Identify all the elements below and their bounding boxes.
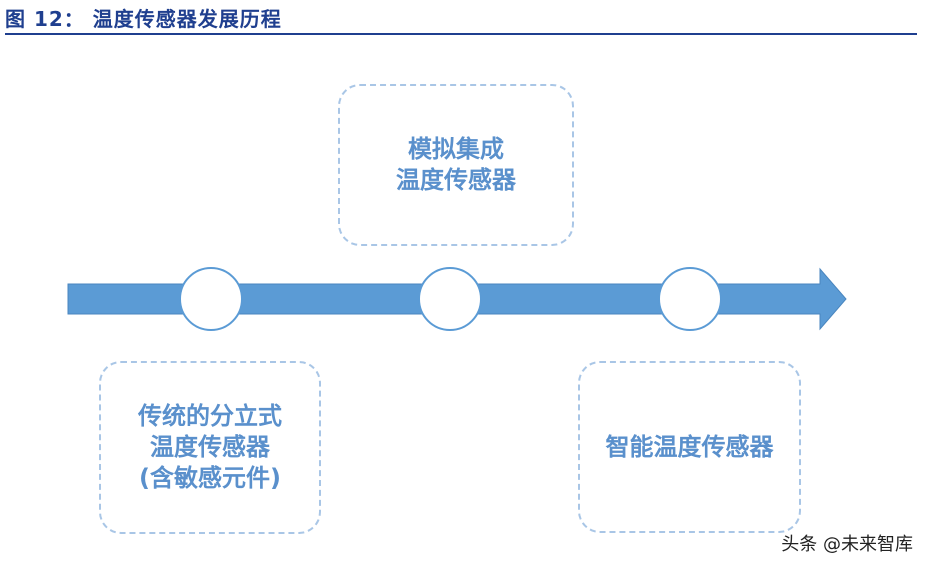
watermark: 头条 @未来智库 — [781, 534, 913, 555]
stage-box-smart: 智能温度传感器 — [578, 361, 801, 533]
milestone-node-3 — [658, 267, 722, 331]
stage-label-smart: 智能温度传感器 — [606, 432, 774, 463]
milestone-node-1 — [179, 267, 243, 331]
stage-line: 传统的分立式 — [138, 402, 282, 430]
stage-line: 智能温度传感器 — [605, 432, 774, 461]
stage-box-discrete: 传统的分立式 温度传感器 (含敏感元件) — [99, 361, 321, 534]
stage-line: 温度传感器 — [150, 433, 270, 461]
milestone-node-2 — [418, 267, 482, 331]
stage-box-analog: 模拟集成 温度传感器 — [338, 84, 574, 246]
stage-label-analog: 模拟集成 温度传感器 — [396, 134, 516, 196]
stage-line: 模拟集成 — [408, 135, 504, 163]
stage-line: (含敏感元件) — [139, 464, 281, 492]
title-divider — [5, 33, 917, 35]
stage-line: 温度传感器 — [396, 166, 516, 194]
figure-title: 图 12： 温度传感器发展历程 — [5, 7, 282, 31]
stage-label-discrete: 传统的分立式 温度传感器 (含敏感元件) — [138, 401, 282, 494]
